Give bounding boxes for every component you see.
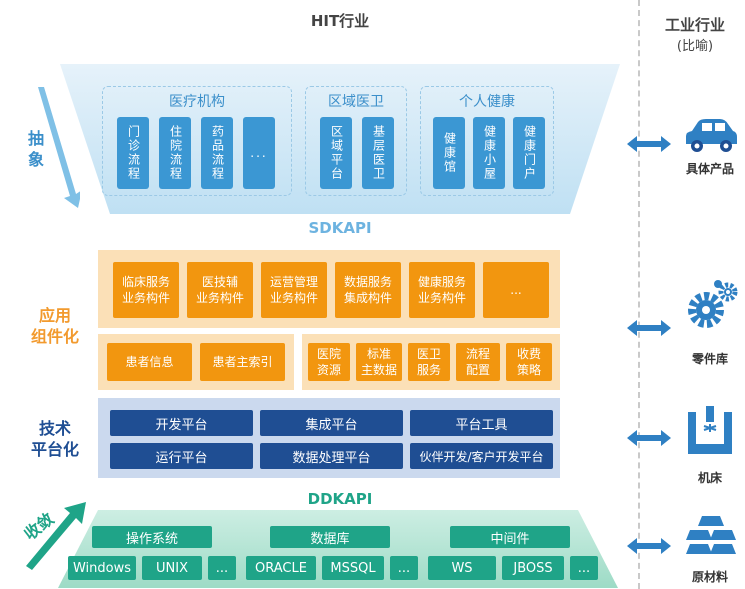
operation-mgmt-component: 运营管理 业务构件: [261, 262, 327, 318]
billing-strategy-box: 收费 策略: [506, 343, 552, 381]
data-processing-platform-box: 数据处理平台: [260, 443, 403, 469]
hit-industry-title: HIT行业: [310, 12, 370, 30]
abstract-arrow: [38, 87, 80, 208]
clinical-service-component: 临床服务 业务构件: [113, 262, 179, 318]
ws-box: WS: [428, 556, 496, 580]
gears-icon: [688, 280, 738, 328]
health-service-box: 医卫 服务: [408, 343, 450, 381]
sdkapi-label: SDKAPI: [308, 219, 372, 237]
health-hut-box: 健康小屋: [473, 117, 505, 189]
regional-platform-box: 区域平台: [320, 117, 352, 189]
medical-tech-component: 医技辅 业务构件: [187, 262, 253, 318]
mw-more-box: ...: [570, 556, 598, 580]
regional-health-group: 区域医卫 区域平台 基层医卫: [305, 86, 407, 196]
integration-platform-box: 集成平台: [260, 410, 403, 436]
database-header: 数据库: [270, 526, 390, 548]
product-label: 具体产品: [685, 162, 734, 176]
windows-box: Windows: [68, 556, 136, 580]
data-service-component: 数据服务 集成构件: [335, 262, 401, 318]
unix-box: UNIX: [142, 556, 202, 580]
medical-institution-group: 医疗机构 门诊流程 住院流程 药品流程 ...: [102, 86, 292, 196]
group-title: 医疗机构: [169, 94, 225, 110]
industry-subtitle: (比喻): [676, 39, 714, 54]
double-arrow-icon: [627, 538, 671, 554]
health-hall-box: 健康馆: [433, 117, 465, 189]
converge-arrow: [26, 502, 86, 570]
parts-library-label: 零件库: [691, 352, 728, 366]
partner-dev-platform-box: 伙伴开发/客户开发平台: [410, 443, 553, 469]
more-component: ...: [483, 262, 549, 318]
personal-health-group: 个人健康 健康馆 健康小屋 健康门户: [420, 86, 554, 196]
group-title: 区域医卫: [328, 94, 384, 110]
machine-label: 机床: [697, 471, 722, 485]
os-more-box: ...: [208, 556, 236, 580]
oracle-box: ORACLE: [246, 556, 316, 580]
ingots-icon: [686, 516, 736, 554]
patient-index-box: 患者主索引: [200, 343, 285, 381]
health-portal-box: 健康门户: [513, 117, 545, 189]
standard-master-data-box: 标准 主数据: [356, 343, 402, 381]
double-arrow-icon: [627, 320, 671, 336]
patient-info-box: 患者信息: [107, 343, 192, 381]
double-arrow-icon: [627, 430, 671, 446]
app-componentization-label: 应用 组件化: [30, 306, 79, 346]
hospital-resource-box: 医院 资源: [308, 343, 350, 381]
health-service-component: 健康服务 业务构件: [409, 262, 475, 318]
car-icon: [686, 119, 737, 152]
inpatient-flow-box: 住院流程: [159, 117, 191, 189]
primary-care-box: 基层医卫: [362, 117, 394, 189]
more-box: ...: [243, 117, 275, 189]
raw-material-label: 原材料: [691, 570, 728, 584]
workflow-config-box: 流程 配置: [456, 343, 500, 381]
machine-tool-icon: [688, 406, 732, 454]
platform-tools-box: 平台工具: [410, 410, 553, 436]
outpatient-flow-box: 门诊流程: [117, 117, 149, 189]
runtime-platform-box: 运行平台: [110, 443, 253, 469]
group-title: 个人健康: [459, 94, 515, 110]
os-header: 操作系统: [92, 526, 212, 548]
double-arrow-icon: [627, 136, 671, 152]
divider-line: [638, 0, 640, 589]
ddkapi-label: DDKAPI: [307, 490, 373, 508]
middleware-header: 中间件: [450, 526, 570, 548]
dev-platform-box: 开发平台: [110, 410, 253, 436]
industry-title: 工业行业: [664, 16, 725, 34]
abstract-label: 抽 象: [27, 129, 44, 169]
tech-platform-label: 技术 平台化: [30, 419, 79, 459]
jboss-box: JBOSS: [502, 556, 564, 580]
mssql-box: MSSQL: [322, 556, 384, 580]
db-more-box: ...: [390, 556, 418, 580]
drug-flow-box: 药品流程: [201, 117, 233, 189]
